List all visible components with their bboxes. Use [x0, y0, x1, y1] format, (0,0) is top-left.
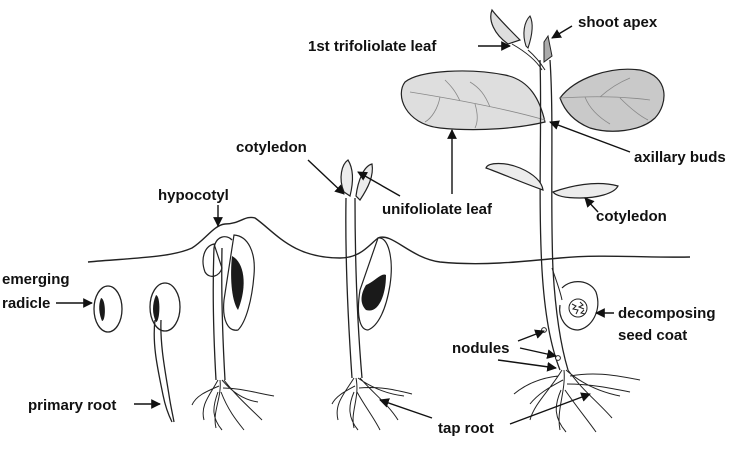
stage-3-seedling [191, 234, 275, 431]
label-tap-root: tap root [438, 420, 494, 437]
label-first-trifoliolate-leaf: 1st trifoliolate leaf [308, 38, 437, 55]
label-cotyledon-upper: cotyledon [236, 139, 307, 156]
label-nodules: nodules [452, 340, 510, 357]
unifoliolate-leaf-left [400, 70, 546, 131]
label-shoot-apex: shoot apex [578, 14, 658, 31]
label-seed-coat: seed coat [618, 327, 687, 344]
unifoliolate-leaf-right [559, 68, 665, 132]
label-unifoliolate-leaf: unifoliolate leaf [382, 201, 493, 218]
label-primary-root: primary root [28, 397, 116, 414]
label-emerging: emerging [2, 271, 70, 288]
stage-2-seed [149, 282, 181, 423]
stage-5-seedling [400, 8, 665, 433]
cotyledon-right [552, 182, 619, 199]
label-axillary-buds: axillary buds [634, 149, 726, 166]
label-radicle: radicle [2, 295, 50, 312]
label-cotyledon-lower: cotyledon [596, 208, 667, 225]
label-hypocotyl: hypocotyl [158, 187, 229, 204]
label-decomposing: decomposing [618, 305, 716, 322]
label-arrows [56, 25, 631, 425]
stage-1-seed [93, 285, 123, 333]
cotyledon-left [485, 162, 544, 191]
